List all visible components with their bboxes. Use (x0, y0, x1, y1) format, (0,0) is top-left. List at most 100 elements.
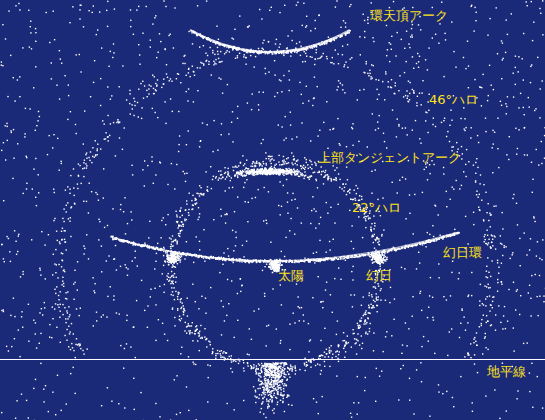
crystal-dot (428, 47, 429, 48)
crystal-dot (406, 31, 407, 32)
crystal-dot (152, 75, 153, 76)
crystal-dot (28, 304, 29, 305)
crystal-dot (54, 218, 55, 219)
crystal-dot (11, 132, 12, 133)
crystal-dot (124, 348, 125, 349)
crystal-dot (366, 216, 367, 217)
crystal-dot (365, 319, 366, 320)
crystal-dot (392, 182, 393, 183)
crystal-dot (147, 305, 148, 306)
crystal-dot (233, 250, 234, 251)
crystal-dot (77, 289, 78, 290)
crystal-dot (101, 316, 102, 317)
crystal-dot (404, 48, 405, 49)
crystal-dot (220, 355, 221, 356)
crystal-dot (336, 180, 337, 181)
crystal-dot (301, 94, 302, 95)
crystal-dot (351, 57, 352, 58)
crystal-dot (222, 264, 223, 265)
crystal-dot (279, 164, 280, 165)
crystal-dot (59, 50, 60, 51)
crystal-dot (409, 47, 410, 48)
crystal-dot (259, 365, 260, 366)
crystal-dot (61, 63, 62, 64)
crystal-dot (218, 39, 219, 40)
crystal-dot (10, 130, 11, 131)
crystal-dot (533, 22, 534, 23)
crystal-dot (468, 65, 469, 66)
crystal-dot (258, 189, 259, 190)
crystal-dot (120, 266, 121, 267)
crystal-dot (219, 351, 220, 352)
crystal-dot (155, 403, 156, 404)
crystal-dot (38, 174, 39, 175)
crystal-dot (461, 185, 462, 186)
crystal-dot (172, 282, 173, 283)
crystal-dot (73, 283, 74, 284)
crystal-dot (271, 156, 272, 157)
crystal-dot (243, 187, 244, 188)
crystal-dot (61, 163, 62, 164)
crystal-dot (177, 222, 178, 223)
crystal-dot (107, 26, 108, 27)
crystal-dot (83, 201, 84, 202)
crystal-dot (539, 258, 540, 259)
crystal-dot (205, 53, 206, 54)
crystal-dot (346, 166, 347, 167)
crystal-dot (314, 77, 315, 78)
crystal-dot (441, 122, 442, 123)
crystal-dot (374, 248, 375, 249)
crystal-dot (391, 335, 392, 336)
crystal-dot (363, 323, 364, 324)
crystal-dot (334, 278, 335, 279)
crystal-dot (357, 376, 358, 377)
crystal-dot (401, 267, 402, 268)
crystal-dot (245, 201, 246, 202)
crystal-dot (287, 213, 288, 214)
crystal-dot (107, 387, 108, 388)
crystal-dot (17, 79, 18, 80)
crystal-dot (438, 263, 439, 264)
crystal-dot (263, 413, 264, 414)
crystal-dot (231, 355, 232, 356)
crystal-dot (384, 141, 385, 142)
crystal-dot (418, 252, 419, 253)
crystal-dot (6, 123, 7, 124)
crystal-dot (430, 277, 431, 278)
crystal-dot (252, 163, 253, 164)
crystal-dot (67, 291, 68, 292)
crystal-dot (162, 323, 163, 324)
crystal-dot (59, 170, 60, 171)
crystal-dot (337, 118, 338, 119)
crystal-dot (166, 64, 167, 65)
crystal-dot (500, 235, 501, 236)
crystal-dot (51, 337, 52, 338)
crystal-dot (392, 109, 393, 110)
crystal-dot (155, 15, 156, 16)
crystal-dot (248, 202, 249, 203)
crystal-dot (438, 391, 439, 392)
crystal-dot (261, 143, 262, 144)
crystal-dot (481, 105, 482, 106)
crystal-dot (167, 340, 168, 341)
crystal-dot (122, 149, 123, 150)
crystal-dot (102, 120, 103, 121)
crystal-dot (497, 118, 498, 119)
crystal-dot (421, 381, 422, 382)
crystal-dot (28, 10, 29, 11)
crystal-dot (412, 296, 413, 297)
crystal-dot (315, 20, 316, 21)
crystal-dot (529, 106, 530, 107)
crystal-dot (283, 185, 284, 186)
crystal-dot (378, 94, 379, 95)
crystal-dot (294, 158, 295, 159)
crystal-dot (352, 145, 353, 146)
crystal-dot (524, 232, 525, 233)
crystal-dot (172, 235, 173, 236)
crystal-dot (122, 65, 123, 66)
crystal-dot (198, 216, 199, 217)
crystal-dot (460, 376, 461, 377)
crystal-dot (170, 98, 171, 99)
crystal-dot (138, 44, 139, 45)
